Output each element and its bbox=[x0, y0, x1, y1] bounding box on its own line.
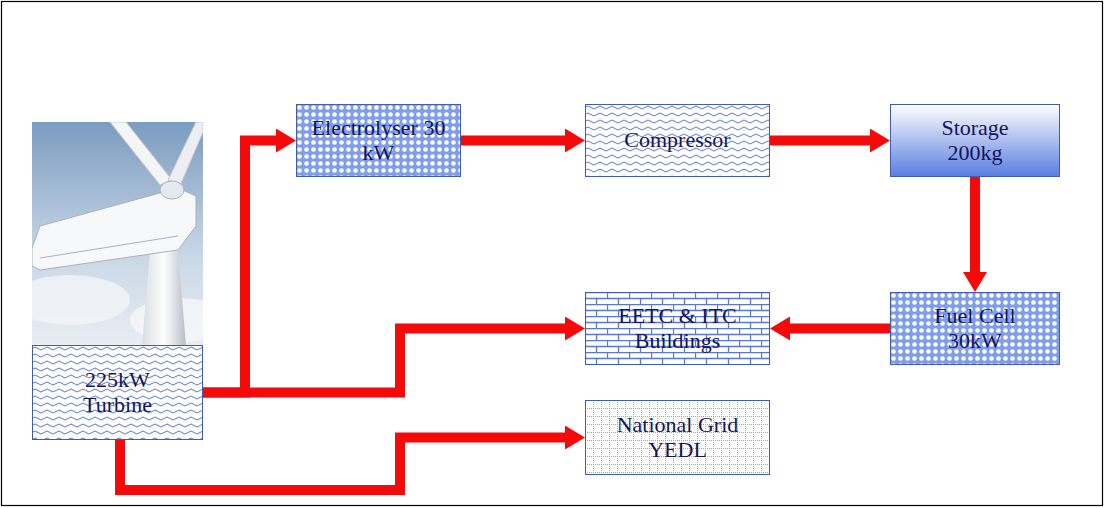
node-label: 225kW Turbine bbox=[65, 368, 170, 417]
node-label: Electrolyser 30 kW bbox=[311, 116, 446, 165]
node-label: Storage 200kg bbox=[925, 116, 1025, 165]
source-box: 225kW Turbine bbox=[32, 345, 203, 440]
tower bbox=[142, 250, 186, 346]
process-box: Compressor bbox=[585, 104, 770, 177]
nacelle bbox=[32, 188, 196, 270]
flow-arrow bbox=[120, 438, 565, 491]
node-label: EETC & ITC Buildings bbox=[603, 304, 753, 353]
box-fill bbox=[586, 401, 770, 475]
flow-arrow bbox=[461, 136, 565, 146]
flow-arrow bbox=[203, 141, 276, 393]
turbine-photo bbox=[32, 122, 203, 346]
process-box: Fuel Cell 30kW bbox=[890, 292, 1060, 365]
box-fill bbox=[586, 293, 770, 365]
blade bbox=[110, 122, 172, 185]
box-fill bbox=[891, 105, 1060, 177]
blade bbox=[168, 122, 203, 186]
flow-arrow bbox=[970, 177, 980, 272]
node-label: Fuel Cell 30kW bbox=[920, 304, 1030, 353]
hub bbox=[160, 181, 184, 199]
node-label: National Grid YEDL bbox=[603, 413, 753, 462]
nacelle-seam bbox=[40, 236, 178, 258]
box-fill bbox=[586, 105, 770, 177]
grid-box: National Grid YEDL bbox=[585, 400, 770, 475]
box-fill bbox=[297, 105, 461, 177]
node-label: Compressor bbox=[624, 128, 730, 153]
flow-arrow bbox=[203, 329, 565, 393]
box-fill bbox=[891, 293, 1060, 365]
box-fill bbox=[33, 346, 203, 440]
flow-arrow bbox=[790, 324, 890, 334]
process-box: Electrolyser 30 kW bbox=[296, 104, 461, 177]
cloud bbox=[32, 275, 130, 325]
load-box: EETC & ITC Buildings bbox=[585, 292, 770, 365]
flow-arrow bbox=[770, 136, 870, 146]
storage-box: Storage 200kg bbox=[890, 104, 1060, 177]
